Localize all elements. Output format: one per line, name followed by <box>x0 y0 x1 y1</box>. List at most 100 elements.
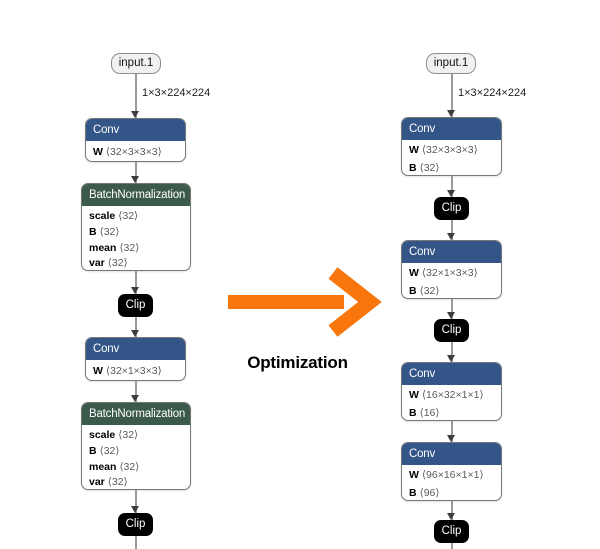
param-name: W <box>93 365 103 377</box>
node-title: Conv <box>402 443 501 465</box>
param-row: B⟨32⟩ <box>82 444 190 460</box>
param-name: B <box>89 225 97 238</box>
param-row: scale⟨32⟩ <box>82 209 190 225</box>
arrowhead-icon <box>131 395 139 402</box>
edge-line <box>451 176 453 197</box>
param-value: ⟨96⟩ <box>419 486 440 499</box>
param-value: ⟨32⟩ <box>99 225 120 238</box>
edge-line <box>451 220 453 240</box>
arrowhead-icon <box>131 287 139 294</box>
tensor-shape-label: 1×3×224×224 <box>142 87 211 99</box>
arrowhead-icon <box>131 330 139 337</box>
conv-node: Conv W⟨32×1×3×3⟩ B⟨32⟩ <box>401 240 502 299</box>
edge-line <box>451 543 453 549</box>
node-title: BatchNormalization <box>82 403 190 425</box>
conv-node: Conv W⟨32×1×3×3⟩ <box>85 337 186 381</box>
node-title: BatchNormalization <box>82 184 190 206</box>
batchnorm-node: BatchNormalization scale⟨32⟩ B⟨32⟩ mean⟨… <box>81 183 191 271</box>
param-value: ⟨32⟩ <box>118 210 139 222</box>
batchnorm-node: BatchNormalization scale⟨32⟩ B⟨32⟩ mean⟨… <box>81 402 191 490</box>
edge-line <box>135 381 137 402</box>
arrowhead-icon <box>447 435 455 442</box>
param-name: W <box>409 469 419 481</box>
arrowhead-icon <box>447 355 455 362</box>
param-value: ⟨96×16×1×1⟩ <box>421 469 484 481</box>
param-name: W <box>409 267 419 279</box>
param-name: mean <box>89 460 117 473</box>
param-value: ⟨32×1×3×3⟩ <box>105 365 162 377</box>
param-row: var⟨32⟩ <box>82 475 190 489</box>
clip-node: Clip <box>118 513 153 536</box>
node-title: Conv <box>86 119 185 141</box>
arrowhead-icon <box>447 190 455 197</box>
param-name: B <box>409 284 417 297</box>
input-node: input.1 <box>426 53 476 74</box>
param-value: ⟨32×1×3×3⟩ <box>421 267 478 279</box>
edge-line <box>135 490 137 513</box>
edge-line <box>451 74 453 117</box>
param-value: ⟨32⟩ <box>107 476 128 489</box>
param-name: var <box>89 476 105 489</box>
param-value: ⟨32⟩ <box>118 429 139 441</box>
param-row: mean⟨32⟩ <box>82 241 190 257</box>
optimization-arrow-icon <box>228 267 382 337</box>
clip-node: Clip <box>118 294 153 317</box>
edge-line <box>135 162 137 183</box>
tensor-shape-label: 1×3×224×224 <box>458 87 527 99</box>
param-value: ⟨32×3×3×3⟩ <box>421 144 478 156</box>
param-name: var <box>89 257 105 270</box>
conv-node: Conv W⟨32×3×3×3⟩ B⟨32⟩ <box>401 117 502 176</box>
param-value: ⟨32⟩ <box>107 257 128 270</box>
conv-node: Conv W⟨16×32×1×1⟩ B⟨16⟩ <box>401 362 502 421</box>
clip-node: Clip <box>434 520 469 543</box>
clip-node: Clip <box>434 319 469 342</box>
param-row: mean⟨32⟩ <box>82 460 190 476</box>
arrowhead-icon <box>447 513 455 520</box>
node-title: Conv <box>402 363 501 385</box>
param-value: ⟨32×3×3×3⟩ <box>105 146 162 158</box>
param-row: B⟨32⟩ <box>402 283 501 299</box>
optimization-label: Optimization <box>247 353 348 372</box>
edge-line <box>451 342 453 362</box>
arrowhead-icon <box>447 233 455 240</box>
param-name: B <box>89 444 97 457</box>
param-row: W⟨16×32×1×1⟩ <box>402 387 501 405</box>
param-row: B⟨96⟩ <box>402 485 501 501</box>
param-row: W⟨32×1×3×3⟩ <box>86 362 185 380</box>
arrowhead-icon <box>447 110 455 117</box>
param-value: ⟨32⟩ <box>119 460 140 473</box>
node-title: Conv <box>86 338 185 360</box>
param-value: ⟨32⟩ <box>419 284 440 297</box>
param-row: W⟨32×3×3×3⟩ <box>402 142 501 160</box>
param-name: W <box>93 146 103 158</box>
conv-node: Conv W⟨32×3×3×3⟩ <box>85 118 186 162</box>
edge-line <box>135 317 137 337</box>
edge-line <box>451 501 453 520</box>
arrowhead-icon <box>131 506 139 513</box>
param-name: B <box>409 406 417 419</box>
conv-node: Conv W⟨96×16×1×1⟩ B⟨96⟩ <box>401 442 502 501</box>
param-value: ⟨32⟩ <box>419 161 440 174</box>
edge-line <box>135 74 137 118</box>
param-name: B <box>409 161 417 174</box>
edge-line <box>135 536 137 549</box>
param-row: W⟨96×16×1×1⟩ <box>402 467 501 485</box>
param-name: mean <box>89 241 117 254</box>
edge-line <box>451 421 453 442</box>
edge-line <box>135 271 137 294</box>
node-title: Conv <box>402 241 501 263</box>
param-row: W⟨32×1×3×3⟩ <box>402 265 501 283</box>
param-row: B⟨32⟩ <box>402 160 501 176</box>
param-row: scale⟨32⟩ <box>82 428 190 444</box>
param-value: ⟨16×32×1×1⟩ <box>421 389 484 401</box>
clip-node: Clip <box>434 197 469 220</box>
arrowhead-icon <box>447 312 455 319</box>
param-value: ⟨32⟩ <box>119 241 140 254</box>
param-name: scale <box>89 210 116 222</box>
param-row: B⟨16⟩ <box>402 405 501 421</box>
input-node: input.1 <box>111 53 161 74</box>
param-row: B⟨32⟩ <box>82 225 190 241</box>
param-value: ⟨32⟩ <box>99 444 120 457</box>
param-row: var⟨32⟩ <box>82 256 190 270</box>
